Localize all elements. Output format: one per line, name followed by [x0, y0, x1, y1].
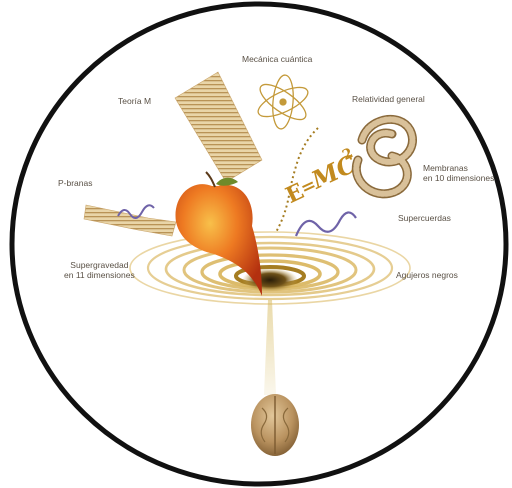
label-black-holes: Agujeros negros: [396, 270, 458, 280]
label-membranes-line2: en 10 dimensiones: [423, 173, 494, 183]
label-general-relativity: Relatividad general: [352, 94, 425, 104]
label-membranes: Membranas en 10 dimensiones: [423, 163, 494, 183]
label-supergravity: Supergravedad en 11 dimensiones: [64, 260, 135, 280]
label-supergravity-line2: en 11 dimensiones: [64, 270, 135, 280]
label-m-theory: Teoría M: [118, 96, 151, 106]
label-membranes-line1: Membranas: [423, 163, 468, 173]
label-quantum-mechanics: Mecánica cuántica: [242, 54, 312, 64]
label-supergravity-line1: Supergravedad: [70, 260, 128, 270]
label-p-branes: P-branas: [58, 178, 93, 188]
label-superstrings: Supercuerdas: [398, 213, 451, 223]
walnut-icon: [251, 394, 299, 456]
